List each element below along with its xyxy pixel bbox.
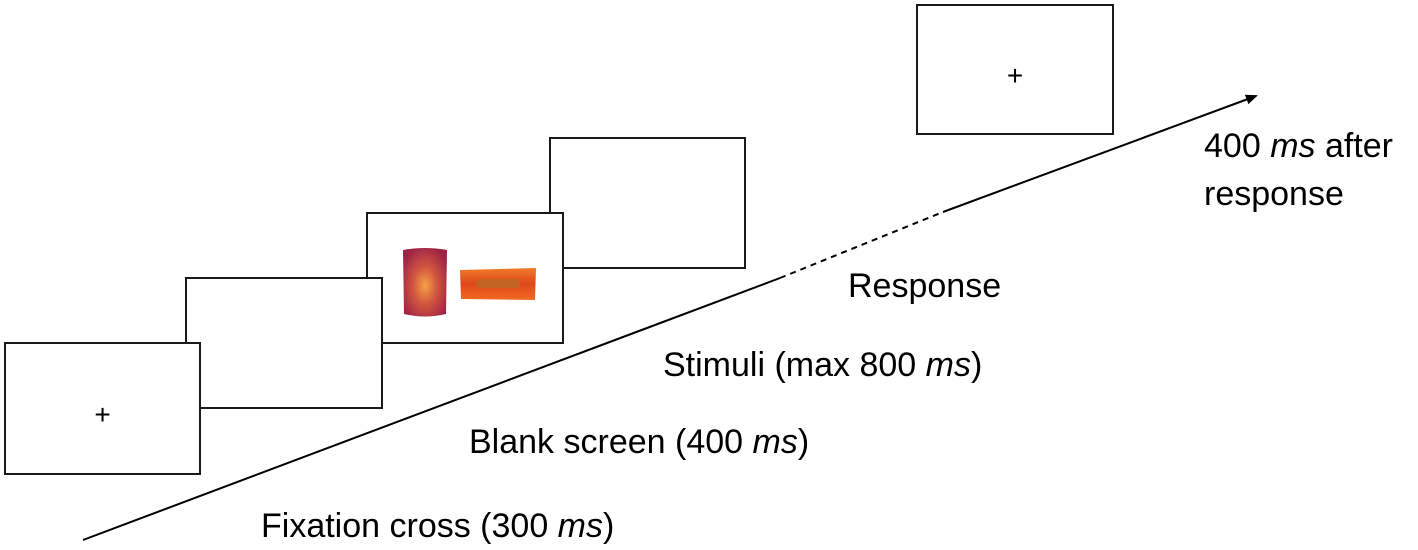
after-response-label: 400 ms after: [1204, 126, 1393, 167]
stimuli-label: Stimuli (max 800 ms): [663, 345, 982, 386]
response-label: Response: [848, 266, 1001, 307]
stimuli-label-text: Stimuli (max 800: [663, 346, 926, 384]
fixation-label-unit: ms: [557, 507, 603, 545]
fixation-label-close: ): [603, 507, 615, 545]
fixation-label: Fixation cross (300 ms): [261, 506, 614, 547]
stimuli-label-unit: ms: [925, 346, 971, 384]
blank-label: Blank screen (400 ms): [469, 422, 809, 463]
response-screen: [549, 137, 746, 269]
after-response-line2: response: [1204, 175, 1344, 213]
stimuli-screen: [366, 212, 564, 344]
blank-label-text: Blank screen (400: [469, 423, 753, 461]
blank-label-unit: ms: [752, 423, 798, 461]
snack-bag-image: [403, 248, 447, 317]
after-response-value: 400: [1204, 127, 1271, 165]
blank-screen: [185, 277, 383, 409]
stimuli-label-close: ): [970, 346, 983, 384]
fixation-cross: +: [94, 398, 111, 430]
after-response-unit: ms: [1270, 127, 1316, 165]
inter-trial-screen: +: [916, 4, 1114, 135]
after-response-suffix: after: [1315, 127, 1393, 165]
timeline-solid-segment: [82, 277, 781, 541]
fixation-screen: +: [4, 342, 201, 475]
blank-label-close: ): [797, 423, 810, 461]
fixation-label-text: Fixation cross (300: [261, 507, 558, 545]
response-label-text: Response: [848, 267, 1002, 305]
after-response-label-line2: response: [1204, 174, 1344, 215]
timeline-dashed-segment: [779, 211, 944, 279]
timeline-arrow-segment: [942, 94, 1258, 213]
snack-bar-image: [460, 268, 536, 300]
fixation-cross-next-trial: +: [1006, 59, 1024, 91]
